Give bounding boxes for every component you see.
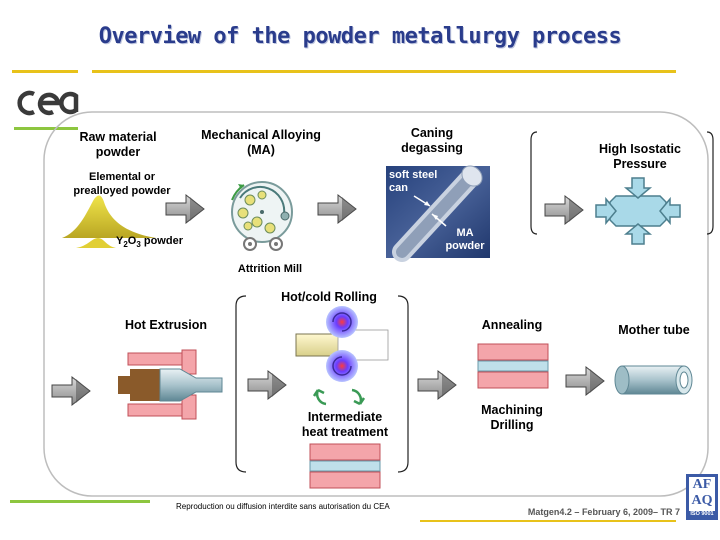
hip-label: High Isostatic Pressure bbox=[599, 142, 681, 171]
machining-drilling-label: Machining Drilling bbox=[481, 403, 543, 432]
iso-badge-text: ISO 9001 bbox=[690, 511, 714, 517]
logo-underline bbox=[14, 127, 78, 130]
elemental-powder-label: Elemental or prealloyed powder bbox=[73, 171, 171, 197]
page-title: Overview of the powder metallurgy proces… bbox=[98, 24, 622, 49]
arrow-to-mother-tube bbox=[565, 366, 605, 396]
footer-slide-ref: Matgen4.2 – February 6, 2009– TR 7 bbox=[527, 507, 680, 517]
hot-cold-rolling-label: Hot/cold Rolling bbox=[264, 290, 394, 305]
arrow-raw-to-mill bbox=[165, 194, 205, 224]
arrow-mill-to-can bbox=[317, 194, 357, 224]
reverse-arrows-icon bbox=[312, 388, 366, 406]
header-rule-right bbox=[92, 70, 676, 73]
ma-powder-label: MA powder bbox=[445, 227, 485, 252]
process-frame bbox=[43, 111, 709, 497]
canning-image bbox=[386, 165, 490, 262]
hot-extrusion-label: Hot Extrusion bbox=[125, 318, 207, 332]
powder-pile bbox=[62, 195, 156, 248]
arrow-to-extrusion bbox=[51, 376, 91, 406]
arrow-to-annealing bbox=[417, 370, 457, 400]
heat-treatment-bar bbox=[309, 443, 381, 489]
rolling-mill-icon bbox=[295, 306, 389, 382]
intermediate-heat-label: Intermediate heat treatment bbox=[301, 410, 389, 439]
header-rule-left bbox=[12, 70, 78, 73]
attrition-mill-label: Attrition Mill bbox=[237, 263, 303, 275]
caning-label: Caning degassing bbox=[401, 126, 463, 155]
mechanical-alloying-label: Mechanical Alloying (MA) bbox=[201, 128, 321, 157]
y2o3-powder-label: Y2O3 powder bbox=[116, 235, 183, 250]
soft-steel-can-label: soft steel can bbox=[389, 169, 438, 194]
annealing-label: Annealing bbox=[481, 318, 543, 332]
footer-rule-green bbox=[10, 500, 150, 503]
afaq-iso-badge bbox=[686, 474, 718, 520]
footer-rule-yellow bbox=[420, 520, 676, 522]
arrow-to-hip bbox=[544, 195, 584, 225]
annealing-furnace-icon bbox=[477, 343, 549, 389]
raw-material-label: Raw material powder bbox=[79, 130, 157, 159]
attrition-mill-icon bbox=[231, 181, 293, 251]
hot-extrusion-icon bbox=[118, 349, 223, 420]
cea-logo bbox=[17, 90, 79, 116]
mother-tube-icon bbox=[614, 365, 693, 395]
footer-notice: Reproduction ou diffusion interdite sans… bbox=[176, 502, 390, 511]
arrow-to-rolling bbox=[247, 370, 287, 400]
mother-tube-label: Mother tube bbox=[618, 323, 690, 337]
hip-press-icon bbox=[595, 177, 681, 245]
cea-logo-mark bbox=[14, 86, 78, 120]
